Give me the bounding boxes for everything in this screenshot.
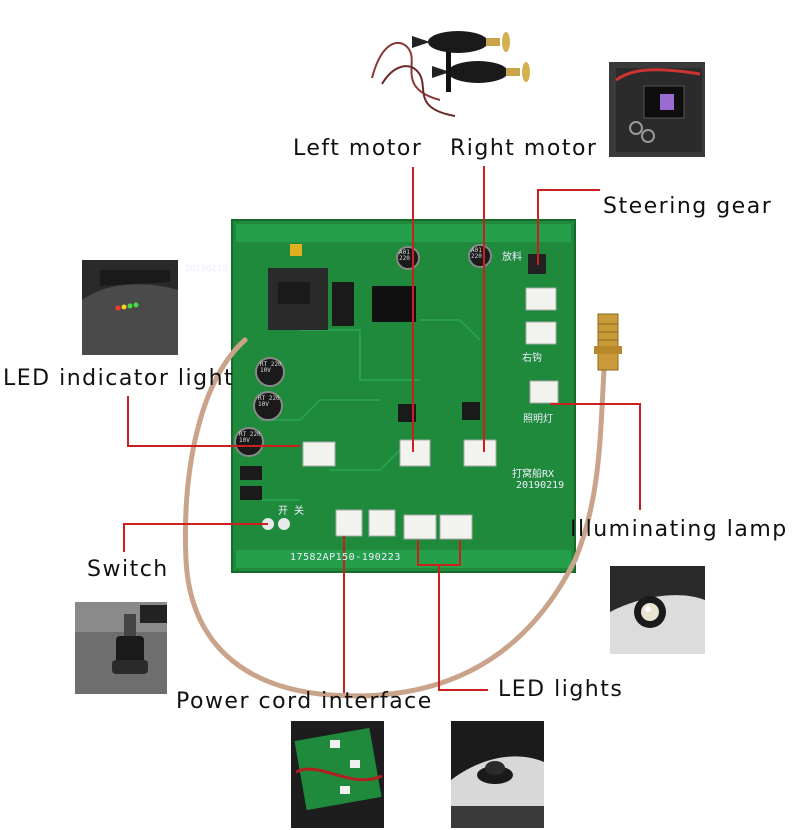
- label-right-motor: Right motor: [450, 136, 598, 161]
- pcb-board: [231, 219, 576, 573]
- leader-switch: [123, 523, 268, 552]
- pcb-date-text: 20190219: [516, 480, 565, 491]
- label-power-cord-interface: Power cord interface: [176, 689, 433, 714]
- motors-photo: [371, 31, 530, 117]
- illuminating-lamp-photo: [610, 566, 705, 654]
- pcb-switch-text: 开 关: [278, 506, 305, 517]
- pcb-cap1-text: RT 220 10V: [260, 361, 282, 374]
- pcb-put-bait-text: 放料: [502, 252, 522, 263]
- led-indicator-photo: [82, 260, 178, 355]
- leader-illuminating-lamp: [550, 403, 641, 510]
- label-illuminating-lamp: Illuminating lamp: [570, 517, 788, 542]
- pcb-cap-b-text: A01 220: [471, 247, 482, 260]
- pcb-cap2-text: RT 220 10V: [258, 395, 280, 408]
- bottom-left-photo: [291, 721, 384, 828]
- switch-photo: [75, 602, 167, 694]
- pcb-cap3-text: RT 220 10V: [239, 431, 261, 444]
- pcb-rx-text: 打窝船RX: [512, 469, 555, 480]
- leader-led-indicator: [127, 396, 300, 447]
- pcb-serial-text: 17582AP150-190223: [290, 552, 401, 563]
- pcb-lighting-text: 照明灯: [523, 414, 553, 425]
- label-switch: Switch: [87, 557, 169, 582]
- pcb-side-code: 6120610Z: [184, 262, 228, 272]
- leader-lines: [123, 166, 641, 693]
- label-led-indicator-light: LED indicator light: [3, 366, 235, 391]
- pcb-cap-a-text: A01 220: [399, 249, 410, 262]
- steering-gear-photo: [609, 62, 705, 157]
- label-led-lights: LED lights: [498, 677, 624, 702]
- label-left-motor: Left motor: [293, 136, 423, 161]
- leader-steering-gear: [537, 189, 600, 265]
- leader-led-lights: [438, 565, 488, 691]
- pcb-right-hook-text: 右钩: [522, 353, 542, 364]
- bottom-right-photo: [451, 721, 544, 828]
- label-steering-gear: Steering gear: [603, 194, 773, 219]
- antenna-cable: [183, 313, 622, 699]
